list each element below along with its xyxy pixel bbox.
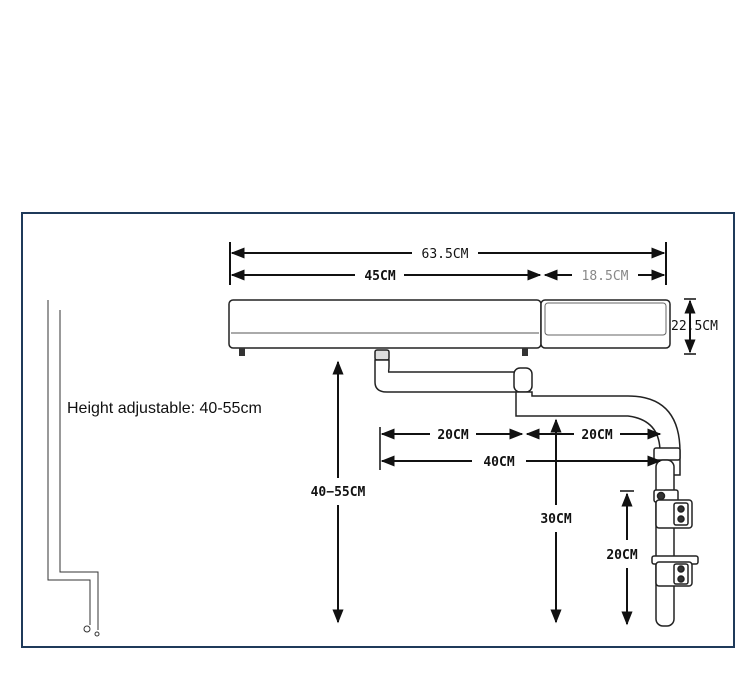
label-arm-seg1: 20CM xyxy=(437,428,468,443)
label-clamp-span: 20CM xyxy=(606,548,637,563)
label-height-range: 40−55CM xyxy=(311,485,366,500)
dim-clamp-span xyxy=(620,490,634,626)
label-arm-seg2: 20CM xyxy=(581,428,612,443)
height-schematic xyxy=(47,300,100,637)
mounting-pole xyxy=(651,459,699,627)
support-arm xyxy=(374,349,681,476)
label-pad-width: 18.5CM xyxy=(582,269,629,284)
dim-arm-segments xyxy=(379,427,662,470)
label-arm-drop: 30CM xyxy=(540,512,571,527)
label-arm-total: 40CM xyxy=(483,455,514,470)
dim-total-width xyxy=(229,242,667,285)
label-total-width: 63.5CM xyxy=(422,247,469,262)
label-pad-depth: 22.5CM xyxy=(671,319,718,334)
armrest-main-pad xyxy=(228,299,542,356)
label-main-width: 45CM xyxy=(364,269,395,284)
dim-pad-depth xyxy=(684,298,696,355)
diagram-frame xyxy=(21,212,735,648)
armrest-extension-pad xyxy=(540,299,671,349)
height-caption: Height adjustable: 40-55cm xyxy=(67,400,262,417)
